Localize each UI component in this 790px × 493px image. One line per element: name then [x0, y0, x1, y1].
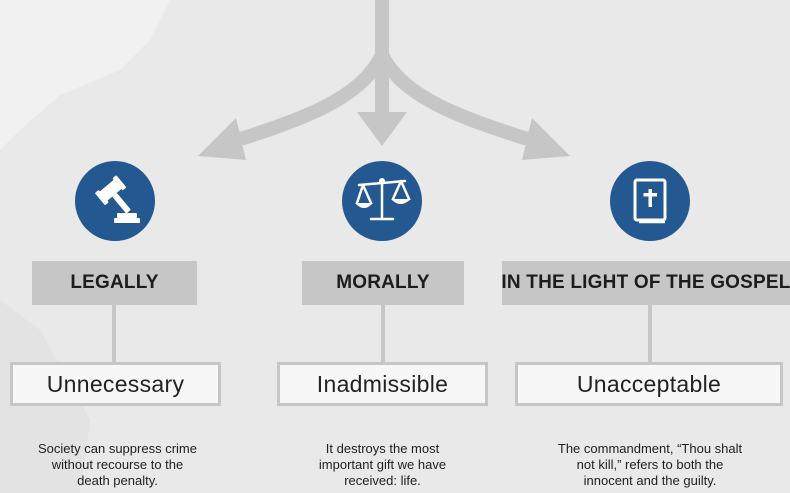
arrow-center-head	[357, 112, 407, 146]
description-line: important gift we have	[318, 457, 447, 472]
arrow-right-head	[522, 118, 570, 160]
arrow-right-shaft	[375, 51, 543, 150]
description-gospel: The commandment, “Thou shalt not kill,” …	[530, 441, 770, 489]
connector-morally	[381, 305, 385, 362]
description-line: not kill,” refers to both the	[576, 457, 724, 472]
verdict-gospel: Unacceptable	[515, 362, 783, 406]
description-line: received: life.	[344, 473, 421, 488]
scales-icon	[342, 161, 422, 241]
description-line: Society can suppress crime	[38, 441, 197, 456]
gavel-icon	[75, 161, 155, 241]
heading-morally: MORALLY	[302, 261, 464, 305]
connector-gospel	[648, 305, 652, 362]
verdict-morally: Inadmissible	[277, 362, 488, 406]
column-morally: MORALLY Inadmissible It destroys the mos…	[260, 0, 530, 493]
column-legally: LEGALLY Unnecessary Society can suppress…	[0, 0, 240, 493]
arrow-left-head	[198, 118, 246, 160]
description-morally: It destroys the most important gift we h…	[260, 441, 505, 489]
arrow-left-shaft	[225, 51, 389, 150]
description-legally: Society can suppress crime without recou…	[0, 441, 235, 489]
heading-legally: LEGALLY	[32, 261, 197, 305]
connector-legally	[112, 305, 116, 362]
description-line: The commandment, “Thou shalt	[557, 441, 743, 456]
column-gospel: IN THE LIGHT OF THE GOSPEL Unacceptable …	[500, 0, 790, 493]
description-line: It destroys the most	[325, 441, 440, 456]
description-line: innocent and the guilty.	[583, 473, 717, 488]
description-line: without recourse to the	[51, 457, 184, 472]
bible-icon	[610, 161, 690, 241]
verdict-legally: Unnecessary	[10, 362, 221, 406]
description-line: death penalty.	[77, 473, 158, 488]
heading-gospel: IN THE LIGHT OF THE GOSPEL	[502, 261, 790, 305]
